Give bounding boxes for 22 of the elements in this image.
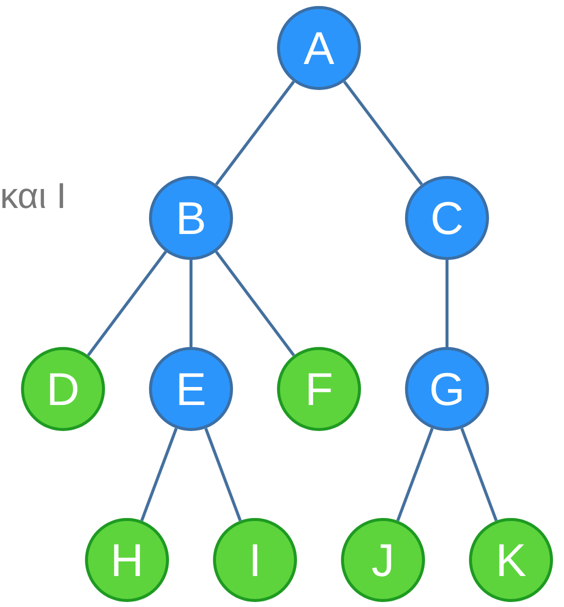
tree-edge xyxy=(140,428,178,522)
tree-edge xyxy=(343,80,423,186)
node-letter: B xyxy=(176,191,206,245)
node-letter: A xyxy=(304,21,334,75)
node-letter: C xyxy=(430,191,464,245)
node-letter: F xyxy=(304,362,334,416)
tree-edge xyxy=(86,250,168,356)
note-text: και I xyxy=(0,175,66,217)
node-letter: E xyxy=(176,362,206,416)
node-letter: K xyxy=(496,533,526,587)
tree-edge xyxy=(190,260,192,347)
node-letter: J xyxy=(372,533,394,587)
node-letter: I xyxy=(248,533,262,587)
tree-edge xyxy=(446,260,448,347)
node-letter: D xyxy=(46,362,80,416)
tree-edge xyxy=(460,428,498,522)
node-letter: H xyxy=(110,533,144,587)
tree-edge xyxy=(396,428,434,522)
node-letter: G xyxy=(429,362,465,416)
tree-edge xyxy=(214,250,296,356)
tree-edge xyxy=(215,80,295,186)
tree-edge xyxy=(204,428,242,522)
